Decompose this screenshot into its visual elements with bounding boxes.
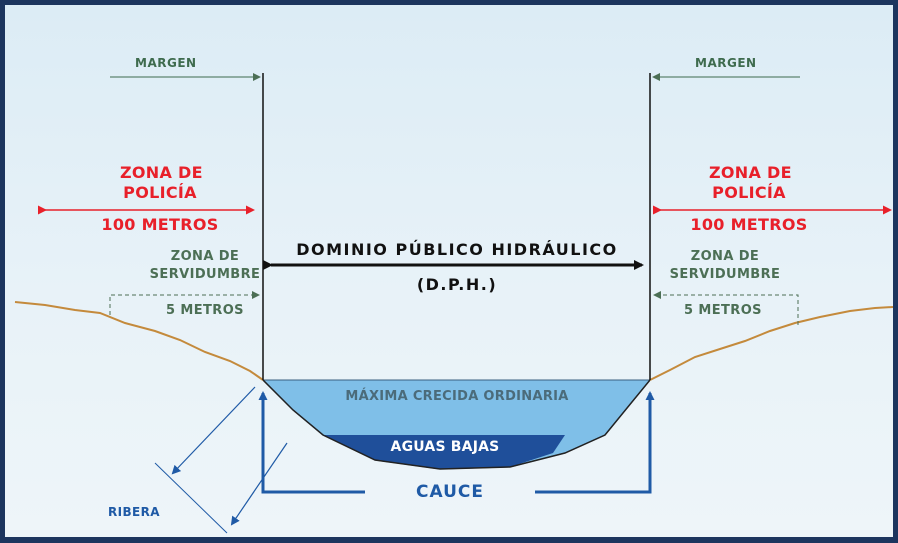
aguas-bajas-label: AGUAS BAJAS: [390, 439, 500, 455]
zona-policia-right-dist: 100 METROS: [690, 215, 808, 234]
servidumbre-right-bracket: [653, 291, 799, 325]
zona-policia-left-dist: 100 METROS: [101, 215, 219, 234]
dph-title: DOMINIO PÚBLICO HIDRÁULICO: [296, 240, 618, 259]
terrain-left: [14, 301, 264, 381]
cauce-bracket-left: [258, 391, 365, 494]
ribera-extent-line: [154, 462, 228, 534]
dph-abbreviation: (D.P.H.): [416, 275, 498, 294]
cauce-label: CAUCE: [415, 482, 484, 502]
river-cross-section-diagram: [14, 73, 893, 534]
cauce-bracket-right: [535, 391, 655, 494]
zona-policia-left-line1: ZONA DE: [120, 163, 203, 182]
zona-servidumbre-right-line2: SERVIDUMBRE: [669, 267, 781, 282]
zona-policia-right-line1: ZONA DE: [709, 163, 792, 182]
zona-policia-right-line2: POLICÍA: [712, 183, 786, 202]
zona-servidumbre-left-line1: ZONA DE: [170, 249, 240, 264]
zona-policia-left-line2: POLICÍA: [123, 183, 197, 202]
ribera-label: RIBERA: [108, 505, 160, 519]
maxima-crecida-label: MÁXIMA CRECIDA ORDINARIA: [345, 389, 569, 404]
terrain-right: [649, 306, 893, 381]
channel-bed: [262, 379, 651, 470]
margen-left-label: MARGEN: [135, 56, 197, 70]
zona-servidumbre-left-line2: SERVIDUMBRE: [149, 267, 261, 282]
zona-servidumbre-right-dist: 5 METROS: [684, 303, 762, 318]
ribera-arrow-right: [230, 442, 288, 526]
margen-right-label: MARGEN: [695, 56, 757, 70]
ribera-arrow-left: [171, 386, 256, 475]
zona-servidumbre-left-dist: 5 METROS: [166, 303, 244, 318]
zona-servidumbre-right-line1: ZONA DE: [690, 249, 760, 264]
